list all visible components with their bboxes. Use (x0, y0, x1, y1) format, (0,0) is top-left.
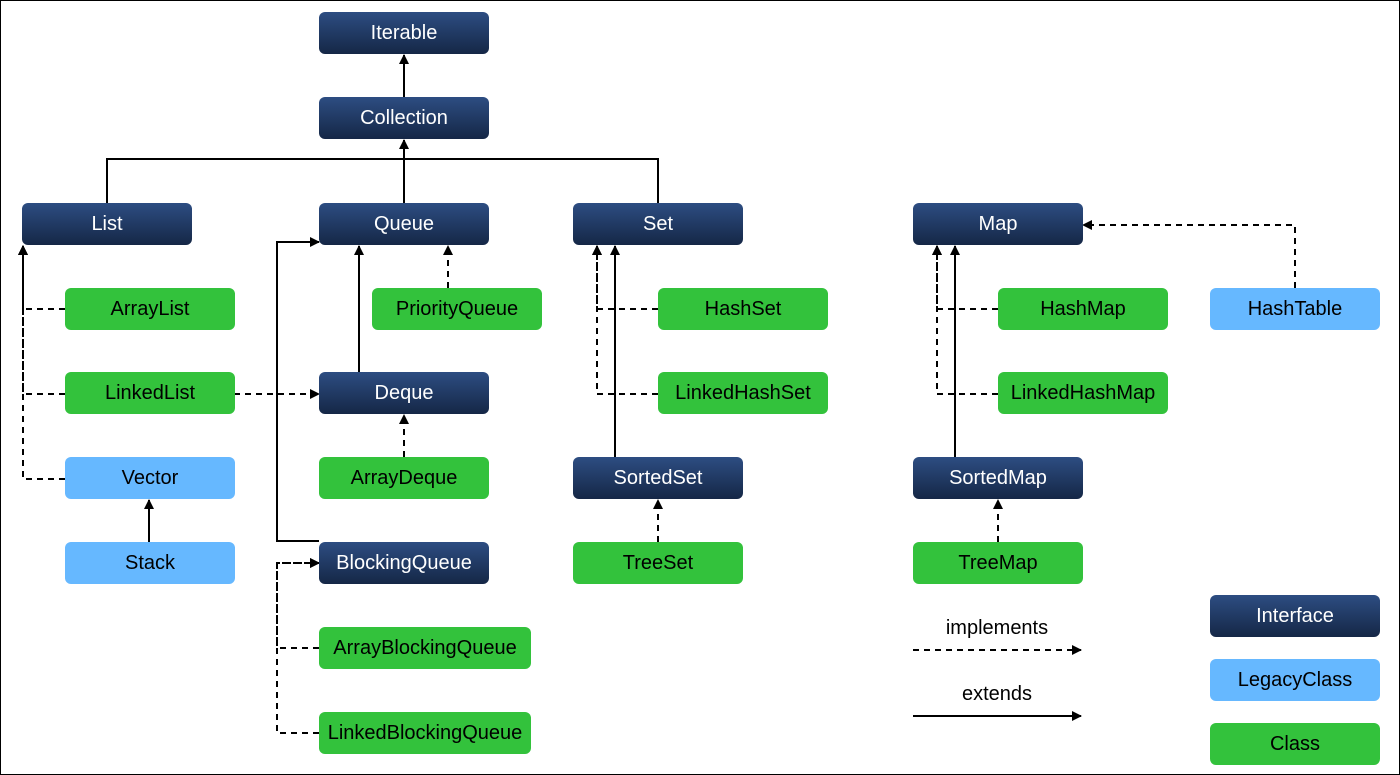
node-queue: Queue (319, 203, 489, 245)
node-hashset: HashSet (658, 288, 828, 330)
node-arraydeque: ArrayDeque (319, 457, 489, 499)
edge-linkedblockingqueue-blockingqueue (276, 558, 320, 734)
edge-list-collection (106, 158, 404, 203)
legend-class-swatch: Class (1210, 723, 1380, 765)
node-stack: Stack (65, 542, 235, 584)
node-priorityqueue: PriorityQueue (372, 288, 542, 330)
node-treemap: TreeMap (913, 542, 1083, 584)
edge-arrayblockingqueue-blockingqueue (276, 558, 320, 649)
edge-set-collection (404, 158, 659, 203)
legend-extends-label: extends (961, 683, 1033, 705)
node-set: Set (573, 203, 743, 245)
node-hashmap: HashMap (998, 288, 1168, 330)
node-arraylist: ArrayList (65, 288, 235, 330)
edge-linkedhashmap-map (932, 245, 998, 395)
node-treeset: TreeSet (573, 542, 743, 584)
node-iterable: Iterable (319, 12, 489, 54)
node-map: Map (913, 203, 1083, 245)
edge-hashset-set (592, 245, 658, 310)
node-linkedlist: LinkedList (65, 372, 235, 414)
node-list: List (22, 203, 192, 245)
node-sortedset: SortedSet (573, 457, 743, 499)
node-deque: Deque (319, 372, 489, 414)
legend-implements-label: implements (945, 617, 1049, 639)
node-linkedhashset: LinkedHashSet (658, 372, 828, 414)
node-linkedhashmap: LinkedHashMap (998, 372, 1168, 414)
edge-blockingqueue-queue (276, 237, 320, 542)
node-arrayblockingqueue: ArrayBlockingQueue (319, 627, 531, 669)
node-hashtable: HashTable (1210, 288, 1380, 330)
edge-arraylist-list (18, 245, 65, 310)
edge-vector-list (18, 245, 65, 480)
edge-linkedhashset-set (592, 245, 658, 395)
node-linkedblockingqueue: LinkedBlockingQueue (319, 712, 531, 754)
edge-linkedlist-list (18, 245, 65, 395)
node-sortedmap: SortedMap (913, 457, 1083, 499)
edge-hashtable-map (1082, 220, 1296, 288)
node-blockingqueue: BlockingQueue (319, 542, 489, 584)
node-vector: Vector (65, 457, 235, 499)
legend-legacy-class-swatch: LegacyClass (1210, 659, 1380, 701)
edge-hashmap-map (932, 245, 998, 310)
legend-interface-swatch: Interface (1210, 595, 1380, 637)
node-collection: Collection (319, 97, 489, 139)
